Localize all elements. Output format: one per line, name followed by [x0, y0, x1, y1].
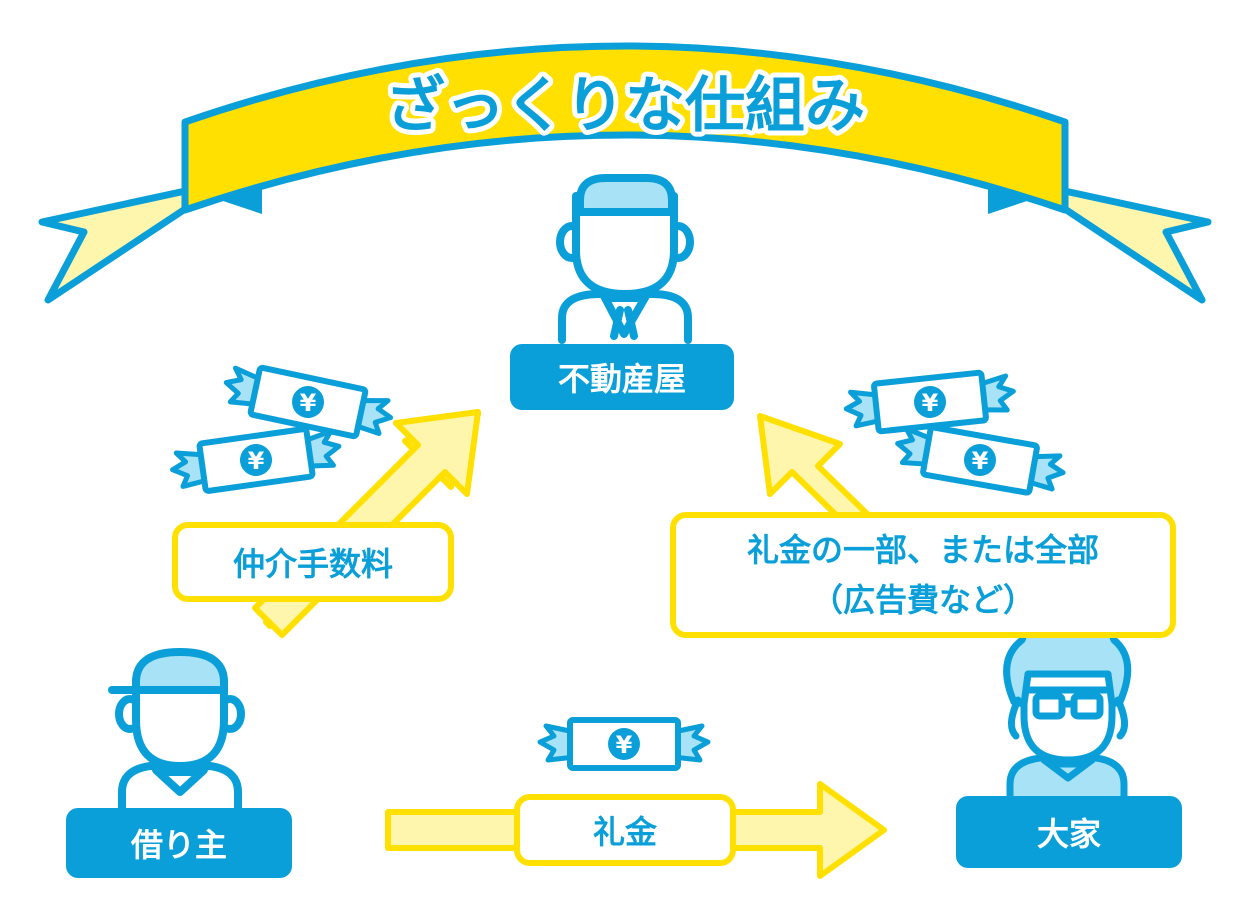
agency-label: 不動産屋: [510, 344, 734, 410]
flow-label-key-money-share: 礼金の一部、または全部 （広告費など）: [670, 512, 1176, 638]
banner-ribbon: [38, 42, 1212, 304]
flow-label-key-money: 礼金: [514, 794, 736, 866]
yen-icon: ¥: [972, 447, 989, 475]
flow-label-brokerage-fee: 仲介手数料: [172, 522, 454, 602]
flow-label-key-money-share-line2: （広告費など）: [810, 581, 1035, 619]
agency-person-icon: [556, 174, 694, 344]
yen-icon: ¥: [616, 731, 633, 759]
banner-title: ざっくりな仕組み: [385, 71, 865, 141]
yen-icon: ¥: [922, 389, 939, 417]
tenant-label: 借り主: [66, 808, 292, 878]
yen-icon: ¥: [300, 389, 317, 417]
flow-label-key-money-share-line1: 礼金の一部、または全部: [746, 531, 1099, 569]
yen-icon: ¥: [248, 447, 265, 475]
landlord-label: 大家: [956, 796, 1182, 868]
tenant-person-icon: [108, 648, 245, 812]
